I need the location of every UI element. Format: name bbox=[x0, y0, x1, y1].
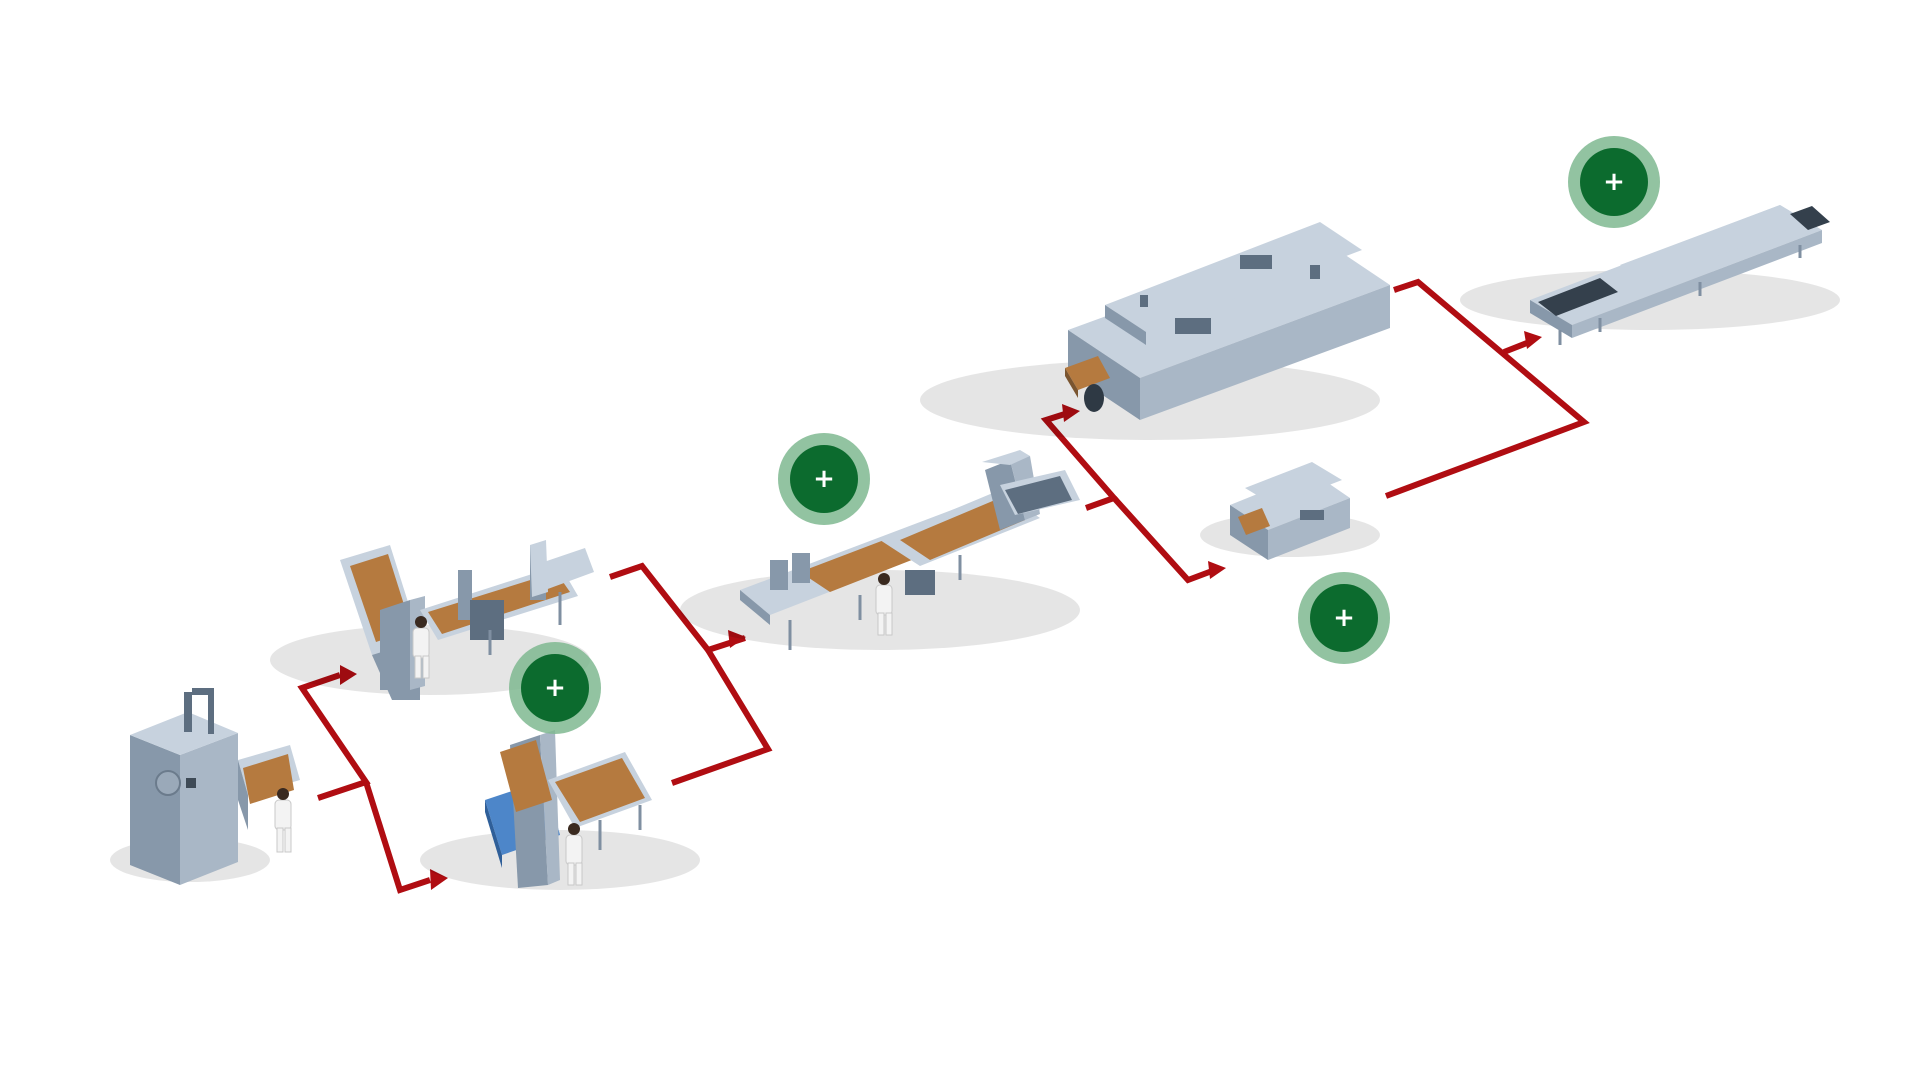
hotspot-roller[interactable]: + bbox=[509, 642, 601, 734]
operator-figure bbox=[274, 788, 292, 853]
operator-figure bbox=[412, 616, 430, 679]
compact-oven bbox=[1200, 462, 1380, 560]
arrowhead-to-compact-oven bbox=[1208, 561, 1226, 579]
arrowhead-to-roller-line bbox=[340, 665, 357, 685]
flow-line-sheeter-out bbox=[670, 648, 773, 786]
hotspot-small-oven[interactable]: + bbox=[1568, 136, 1660, 228]
flow-line-cutter-out bbox=[1040, 410, 1120, 511]
hotspot-cutter[interactable]: + bbox=[1298, 572, 1390, 664]
mixer-dial-icon bbox=[155, 770, 181, 796]
plus-icon: + bbox=[1603, 167, 1625, 197]
flow-line-tunnel-out bbox=[1384, 278, 1590, 499]
plus-icon: + bbox=[1333, 603, 1355, 633]
flow-line-mixer-split bbox=[297, 672, 371, 801]
arrowhead-to-tunnel-oven bbox=[1062, 404, 1080, 422]
flow-line-roller-out bbox=[609, 562, 746, 654]
operator-figure bbox=[565, 823, 583, 886]
tunnel-oven bbox=[920, 222, 1390, 440]
flow-line-mixer-lower bbox=[363, 781, 431, 894]
arrowhead-to-sheeter bbox=[430, 869, 448, 890]
flow-lines bbox=[297, 278, 1590, 894]
mixer-machine bbox=[110, 688, 300, 885]
cooling-conveyor bbox=[1460, 205, 1840, 345]
laminating-roller-line bbox=[270, 540, 594, 700]
sheeter-conveyor bbox=[420, 730, 700, 890]
mixer-control-icon bbox=[186, 778, 196, 788]
arrowhead-to-cooling bbox=[1524, 331, 1542, 349]
operator-figure bbox=[875, 573, 893, 636]
plus-icon: + bbox=[544, 673, 566, 703]
arrowhead-to-cutter bbox=[728, 630, 746, 648]
cutting-line bbox=[680, 450, 1080, 650]
flow-line-cutter-lower bbox=[1111, 495, 1214, 584]
hotspot-sheeter[interactable]: + bbox=[778, 433, 870, 525]
plus-icon: + bbox=[813, 464, 835, 494]
